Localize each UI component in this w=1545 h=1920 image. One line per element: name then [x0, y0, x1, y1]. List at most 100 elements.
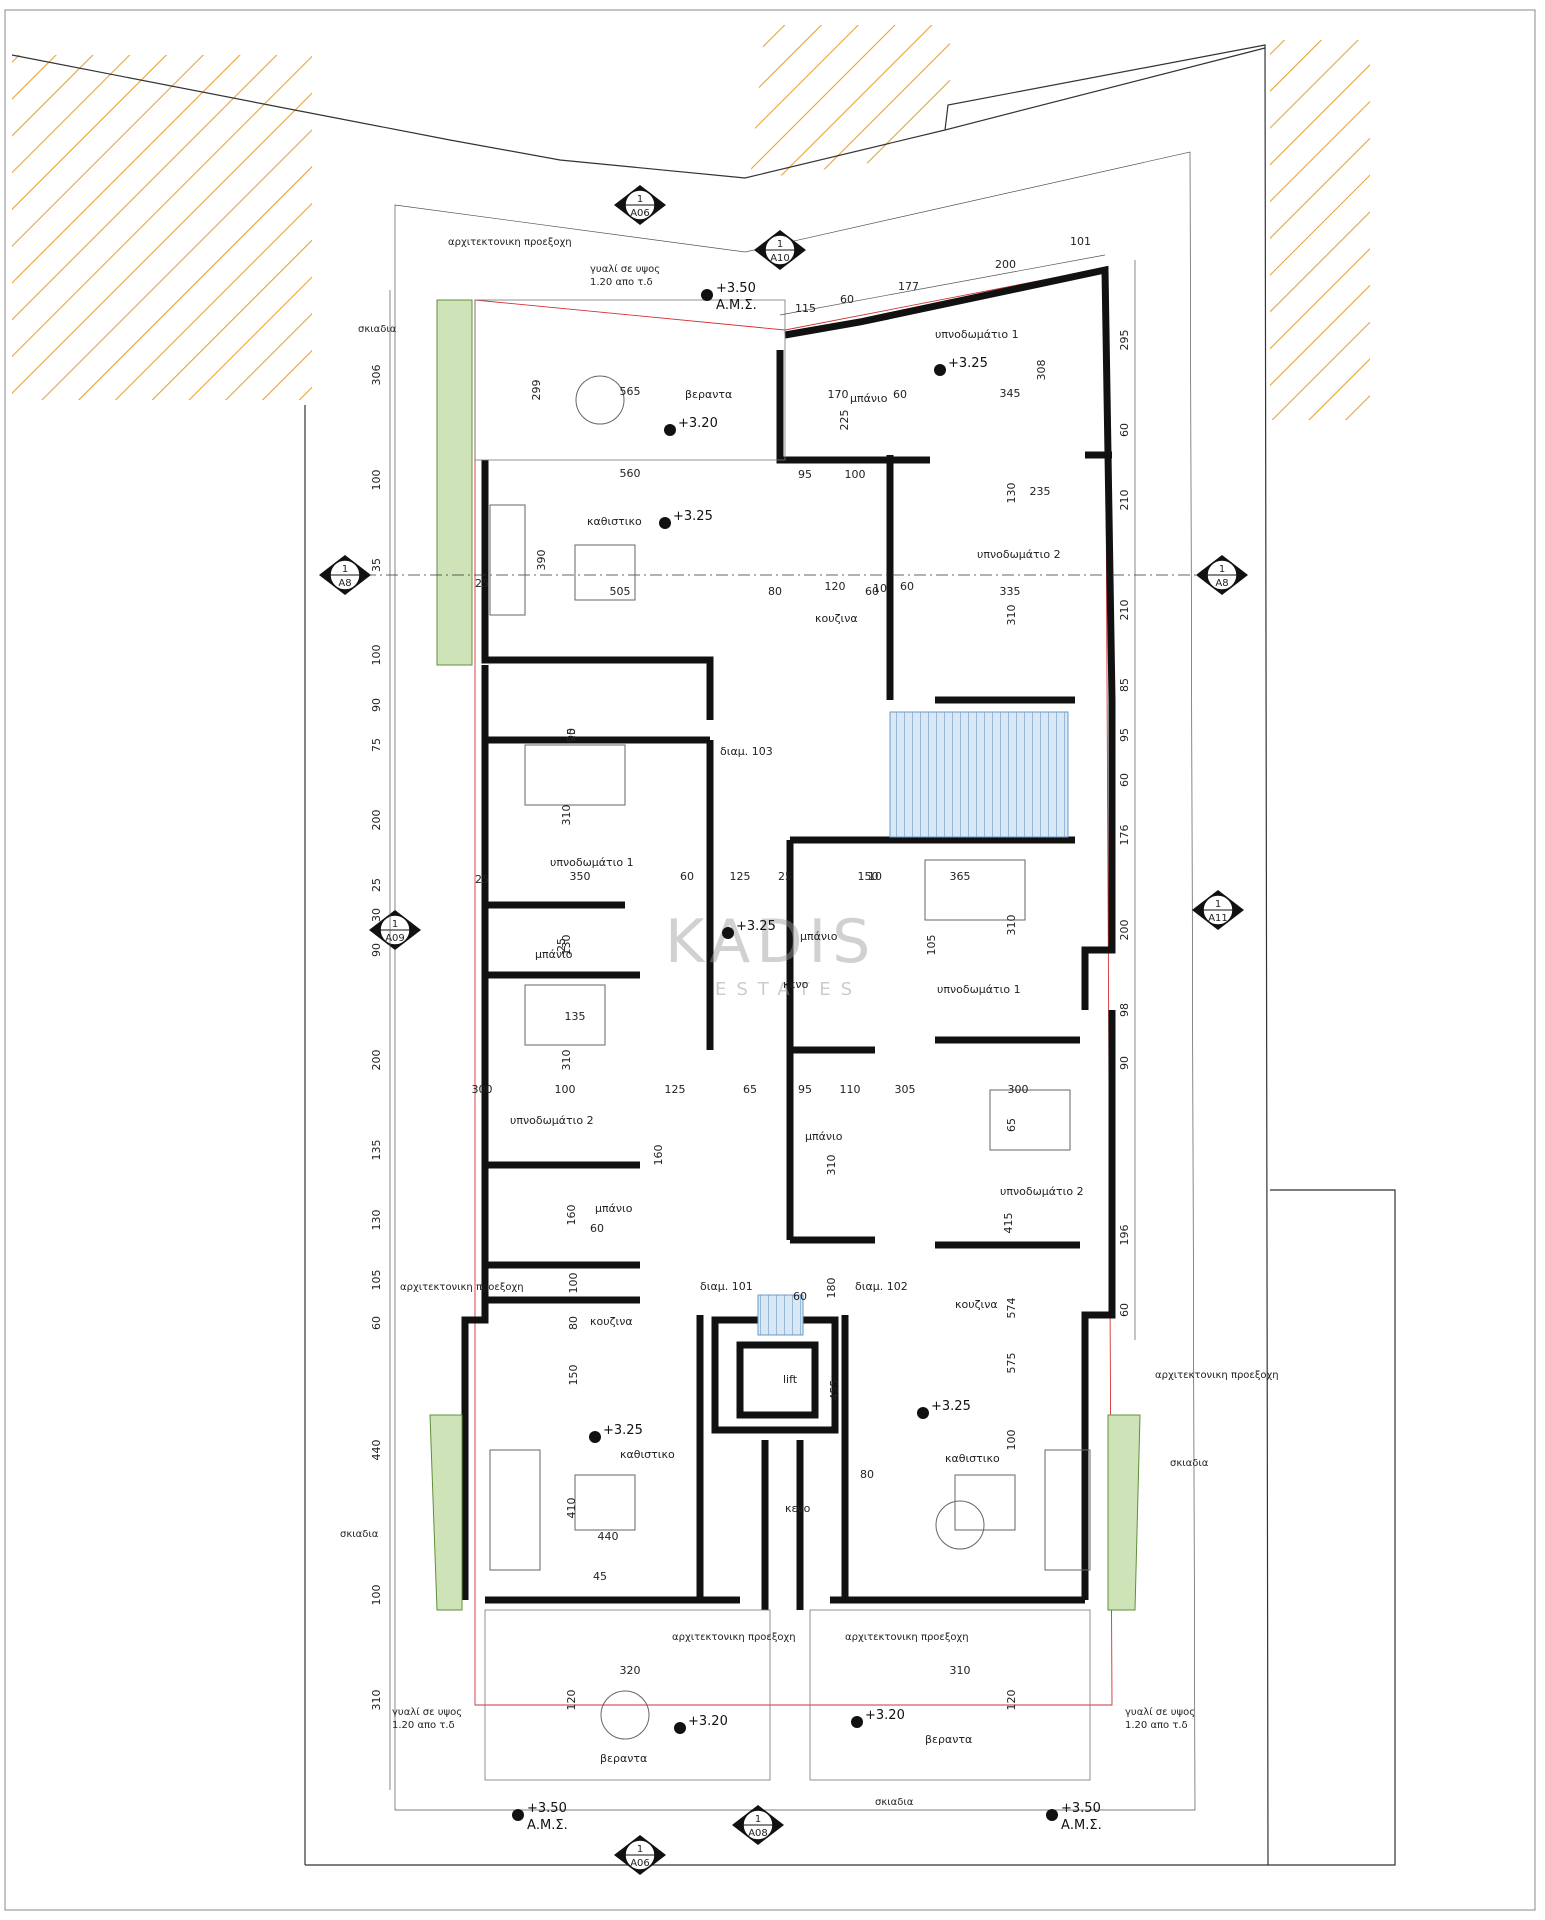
dim-int-31: 10 [868, 870, 882, 883]
dim-int-61: 45 [593, 1570, 607, 1583]
dim-int-43: 95 [798, 1083, 812, 1096]
dim-left-10: 200 [370, 1050, 383, 1071]
dim-left-8: 30 [370, 908, 383, 922]
room-bedroom1-top: υπνοδωμάτιο 1 [935, 328, 1019, 341]
svg-text:A8: A8 [338, 578, 351, 589]
dim-int-17: 335 [1000, 585, 1021, 598]
room-lift: lift [783, 1373, 798, 1386]
level-floor-2: +3.25 [934, 356, 988, 376]
dim-left-9: 90 [370, 943, 383, 957]
svg-text:A08: A08 [748, 1828, 768, 1839]
dim-int-10: 390 [535, 550, 548, 571]
dim-right-3: 210 [1118, 600, 1131, 621]
svg-text:+3.25: +3.25 [603, 1423, 643, 1438]
dim-left-14: 60 [370, 1316, 383, 1330]
level-ams-bottom-right: +3.50 Α.Μ.Σ. [1046, 1801, 1102, 1833]
svg-text:+3.25: +3.25 [673, 509, 713, 524]
dim-left-15: 440 [370, 1440, 383, 1461]
dim-int-45: 305 [895, 1083, 916, 1096]
dim-right-10: 90 [1118, 1056, 1131, 1070]
note-arch-proj-5: αρχιτεκτονικη προεξοχη [845, 1632, 969, 1643]
dim-int-36: 135 [565, 1010, 586, 1023]
dim-int-9: 560 [620, 467, 641, 480]
svg-text:Α.Μ.Σ.: Α.Μ.Σ. [1061, 1818, 1102, 1833]
level-floor-5: +3.25 [917, 1399, 971, 1419]
room-flat103: διαμ. 103 [720, 745, 773, 758]
dim-int-47: 310 [825, 1155, 838, 1176]
hatched-areas [12, 25, 1370, 420]
svg-text:+3.20: +3.20 [678, 416, 718, 431]
dim-right-0: 295 [1118, 330, 1131, 351]
dim-int-62: 100 [1005, 1430, 1018, 1451]
svg-text:1: 1 [637, 194, 643, 205]
dim-int-26: 350 [570, 870, 591, 883]
dim-int-4: 345 [1000, 387, 1021, 400]
level-floor-1: +3.25 [659, 509, 713, 529]
room-bedroom1-right: υπνοδωμάτιο 1 [937, 983, 1021, 996]
dim-left-11: 135 [370, 1140, 383, 1161]
dim-right-6: 60 [1118, 773, 1131, 787]
dim-left-0: 306 [370, 365, 383, 386]
veranda-decking [474, 299, 1091, 1781]
dim-int-53: 80 [567, 1316, 580, 1330]
svg-text:+3.50: +3.50 [716, 281, 756, 296]
dim-int-41: 125 [665, 1083, 686, 1096]
dim-int-6: 225 [838, 410, 851, 431]
dim-int-29: 25 [778, 870, 792, 883]
section-marker-a09: 1 A09 [369, 910, 421, 950]
planters [429, 299, 1141, 1611]
room-bath-top: μπάνιο [850, 392, 888, 405]
dim-int-21: 25 [475, 577, 489, 590]
section-marker-a06-bottom: 1 A06 [614, 1835, 666, 1875]
dim-right-7: 176 [1118, 825, 1131, 846]
note-shade-2: σκιαδια [340, 1529, 379, 1540]
svg-text:A06: A06 [630, 208, 650, 219]
dim-int-3: 60 [893, 388, 907, 401]
room-kitchen-right: κουζινα [955, 1298, 998, 1311]
section-marker-a8-right: 1 A8 [1196, 555, 1248, 595]
svg-text:Α.Μ.Σ.: Α.Μ.Σ. [716, 298, 757, 313]
dim-int-1: 565 [620, 385, 641, 398]
section-marker-a08: 1 A08 [732, 1805, 784, 1845]
dim-left-17: 310 [370, 1690, 383, 1711]
dim-left-2: 35 [370, 558, 383, 572]
dim-int-66: 320 [620, 1664, 641, 1677]
note-arch-proj-4: αρχιτεκτονικη προεξοχη [672, 1632, 796, 1643]
svg-text:+3.20: +3.20 [688, 1714, 728, 1729]
svg-text:+3.50: +3.50 [527, 1801, 567, 1816]
dim-int-34: 310 [1005, 915, 1018, 936]
dim-int-50: 160 [565, 1205, 578, 1226]
room-bath-left-2: μπάνιο [595, 1202, 633, 1215]
dim-int-63: 80 [860, 1468, 874, 1481]
staircase-small [757, 1294, 804, 1336]
room-kitchen-top: κουζινα [815, 612, 858, 625]
note-arch-proj-2: αρχιτεκτονικη προεξοχη [400, 1282, 524, 1293]
level-floor-3: +3.25 [722, 919, 776, 939]
dim-int-0: 299 [530, 380, 543, 401]
note-glass-right-2: 1.20 απο τ.δ [1125, 1720, 1188, 1731]
dim-int-16: 60 [900, 580, 914, 593]
svg-text:+3.25: +3.25 [736, 919, 776, 934]
room-veranda-bottom-right: βεραντα [925, 1733, 972, 1746]
room-veranda-top: βεραντα [685, 388, 732, 401]
dim-top-2: 177 [898, 280, 919, 293]
svg-text:A06: A06 [630, 1858, 650, 1869]
dim-int-38: 310 [560, 1050, 573, 1071]
dim-int-52: 100 [567, 1273, 580, 1294]
dim-int-23: 90 [565, 728, 578, 742]
dim-int-8: 100 [845, 468, 866, 481]
section-marker-a06-top: 1 A06 [614, 185, 666, 225]
dim-top-3: 200 [995, 258, 1016, 271]
svg-text:A09: A09 [385, 933, 405, 944]
dim-int-30: 150 [858, 870, 879, 883]
dim-int-51: 60 [590, 1222, 604, 1235]
note-shade-3: σκιαδια [1170, 1458, 1209, 1469]
dim-left-chain: 3061003510090752002530902001351301056044… [370, 365, 383, 1711]
room-bath-left: μπάνιο [535, 948, 573, 961]
note-arch-proj-1a: αρχιτεκτονικη προεξοχη [448, 237, 572, 248]
svg-text:1: 1 [342, 564, 348, 575]
dim-int-44: 110 [840, 1083, 861, 1096]
svg-text:1: 1 [755, 1814, 761, 1825]
